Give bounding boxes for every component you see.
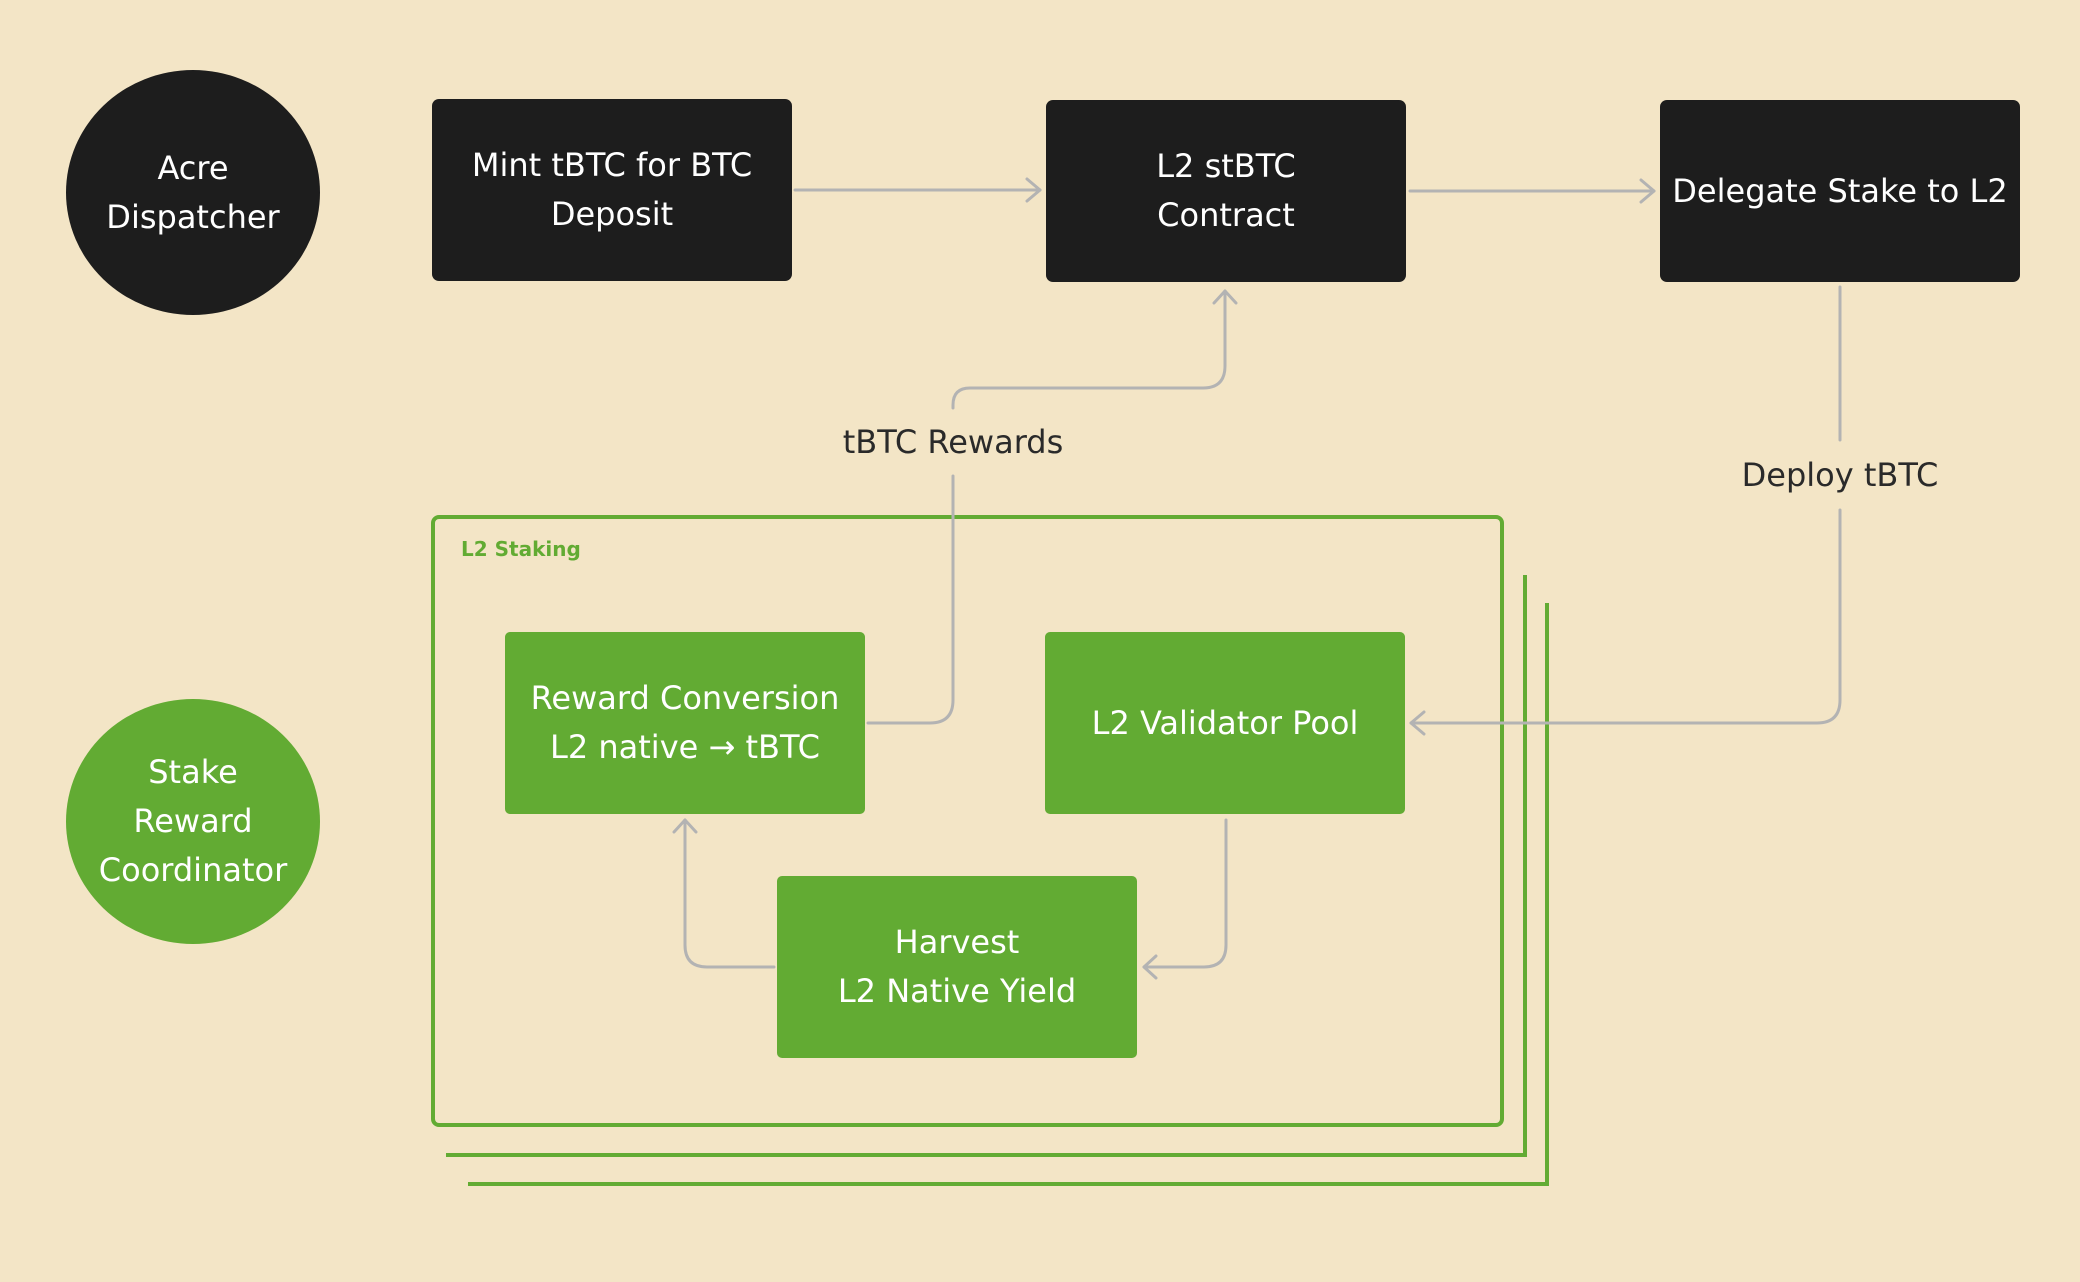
l2-validator-pool-node: L2 Validator Pool bbox=[1045, 632, 1405, 814]
edge-label-deploy-tbtc: Deploy tBTC bbox=[1741, 456, 1939, 494]
acre-dispatcher-node: Acre Dispatcher bbox=[66, 70, 320, 315]
l2-staking-group-label: L2 Staking bbox=[461, 537, 581, 561]
arrow-delegate-to-validator-pool bbox=[1409, 285, 1842, 736]
arrow-harvest-to-reward-conversion bbox=[672, 818, 776, 969]
arrow-validator-pool-to-harvest bbox=[1142, 818, 1228, 980]
arrow-mint-to-contract bbox=[793, 177, 1042, 203]
harvest-yield-node: Harvest L2 Native Yield bbox=[777, 876, 1137, 1058]
arrow-contract-to-delegate bbox=[1408, 178, 1656, 204]
edge-label-tbtc-rewards: tBTC Rewards bbox=[842, 423, 1064, 461]
stake-reward-coordinator-node: Stake Reward Coordinator bbox=[66, 699, 320, 944]
arrow-reward-conversion-to-contract bbox=[866, 289, 1238, 725]
l2-stbtc-contract-node: L2 stBTC Contract bbox=[1046, 100, 1406, 282]
reward-conversion-node: Reward Conversion L2 native → tBTC bbox=[505, 632, 865, 814]
delegate-stake-node: Delegate Stake to L2 bbox=[1660, 100, 2020, 282]
mint-tbtc-node: Mint tBTC for BTC Deposit bbox=[432, 99, 792, 281]
l2-staking-group bbox=[431, 515, 1504, 1127]
